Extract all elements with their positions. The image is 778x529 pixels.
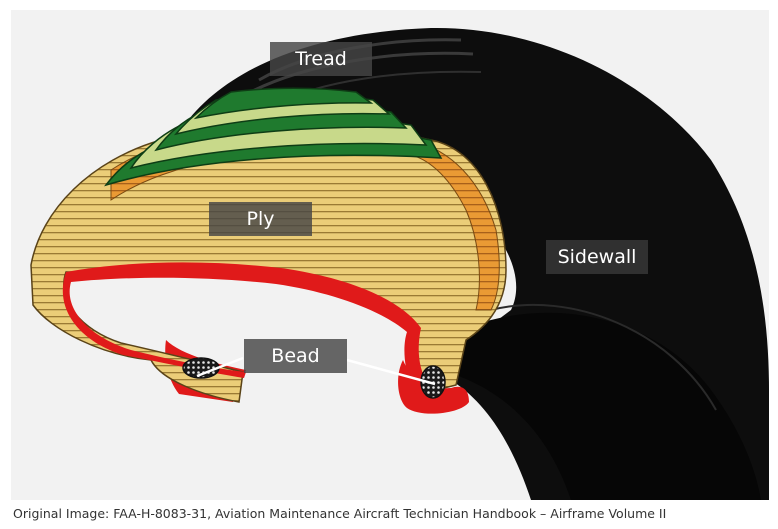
tire-cross-section-diagram: Tread Ply Sidewall Bead [11, 10, 769, 500]
tread-label: Tread [270, 42, 372, 76]
right-bead-wire [420, 365, 446, 399]
tire-illustration [30, 27, 769, 500]
sidewall-label: Sidewall [546, 240, 648, 274]
inner-liner [62, 262, 436, 394]
rim-opening-shadow [441, 312, 761, 500]
bead-leader-line-right [346, 358, 436, 386]
breaker-ply [193, 87, 374, 120]
ply-label: Ply [209, 202, 312, 236]
bead-label: Bead [244, 339, 347, 373]
image-caption: Original Image: FAA-H-8083-31, Aviation … [13, 506, 667, 521]
bead-leader-line-left [196, 356, 244, 378]
